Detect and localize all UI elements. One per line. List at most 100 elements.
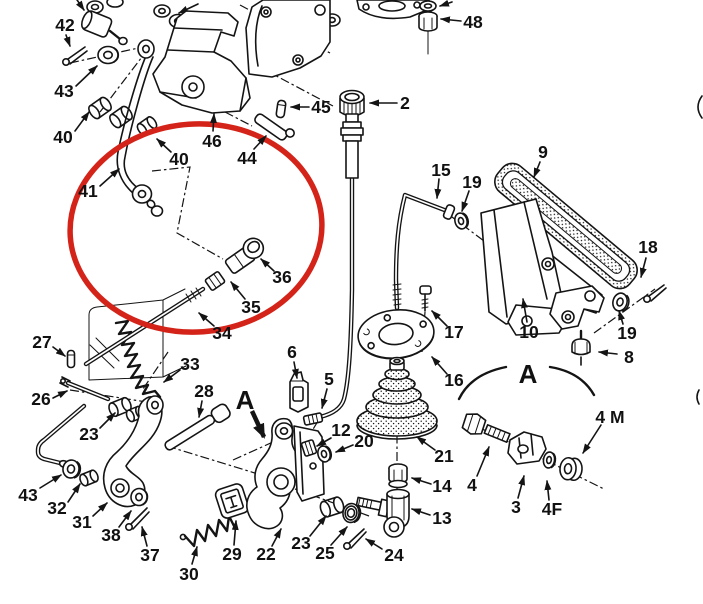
callout-arrow-46 xyxy=(209,113,217,132)
part-callout-13: 13 xyxy=(432,508,452,528)
part-6-grommet xyxy=(289,371,309,413)
callout-arrow-10 xyxy=(521,298,528,323)
callout-arrow-3 xyxy=(517,475,526,499)
part-21-bellows xyxy=(356,356,438,440)
callout-arrow-23a xyxy=(99,412,116,429)
part-9-pedal-pad xyxy=(494,162,638,290)
part-callout-6: 6 xyxy=(287,342,297,362)
part-42-cotter-pin xyxy=(61,46,88,66)
part-callout-14: 14 xyxy=(432,476,452,496)
callout-arrow-27 xyxy=(52,346,66,357)
console-box-phantom xyxy=(88,288,187,381)
callout-arrow-34 xyxy=(198,312,215,327)
callout-arrow-19a xyxy=(461,190,470,212)
callout-arrow-26 xyxy=(52,390,68,399)
part-27-pin xyxy=(66,349,76,369)
callout-arrow-4 xyxy=(476,446,490,477)
callout-arrow-8 xyxy=(598,349,618,357)
part-35-nut xyxy=(204,271,226,291)
part-callout-23b: 23 xyxy=(291,533,311,553)
part-29-clip xyxy=(214,483,250,519)
callout-arrow-4M xyxy=(582,424,602,454)
part-19-washer-right xyxy=(612,292,630,312)
red-circle-annotation xyxy=(67,121,325,335)
part-16-flange xyxy=(357,309,435,360)
part-callout-46: 46 xyxy=(202,131,222,151)
detail-letter-A-detail: A xyxy=(519,359,538,389)
callout-arrow-19b xyxy=(618,310,625,325)
callout-arrow-20 xyxy=(335,444,354,453)
part-37-cotter-pin xyxy=(125,507,150,531)
callout-arrow-42 xyxy=(63,34,71,47)
part-14-nut xyxy=(388,463,408,489)
callout-arrow-38 xyxy=(118,510,132,528)
part-callout-3: 3 xyxy=(511,497,521,517)
part-46-bracket xyxy=(152,0,331,114)
callout-arrow-4F xyxy=(544,480,552,501)
part-17-bolt xyxy=(419,285,432,312)
part-callout-4: 4 xyxy=(467,475,477,495)
part-callout-35: 35 xyxy=(241,297,261,317)
part-callout-41: 41 xyxy=(78,181,98,201)
part-20-washer xyxy=(317,445,332,463)
part-callout-32: 32 xyxy=(47,498,67,518)
part-33-spring xyxy=(114,319,162,399)
part-36-ball-joint xyxy=(224,237,265,274)
callout-arrow-23b xyxy=(309,515,327,537)
part-callout-40a: 40 xyxy=(53,127,73,147)
part-28-rod xyxy=(164,403,231,451)
part-44-pin xyxy=(254,113,295,141)
part-callout-48: 48 xyxy=(463,12,483,32)
part-callout-2: 2 xyxy=(400,93,410,113)
callout-arrow-35 xyxy=(230,281,246,300)
callout-arrow-15 xyxy=(434,178,442,199)
part-callout-43b: 43 xyxy=(18,485,38,505)
part-callout-40b: 40 xyxy=(169,149,189,169)
callout-arrow-18 xyxy=(639,257,647,278)
part-4m-nut xyxy=(559,456,583,482)
red-highlight-layer xyxy=(67,121,325,335)
part-callout-45: 45 xyxy=(311,97,331,117)
page-edge-marks xyxy=(696,95,703,405)
part-callout-43a: 43 xyxy=(54,81,74,101)
part-2-throttle-cable xyxy=(317,89,365,420)
part-callout-19a: 19 xyxy=(462,172,482,192)
callout-arrow-40a xyxy=(74,111,90,132)
callout-arrow-31 xyxy=(92,502,108,517)
part-23-bushing-right xyxy=(319,496,345,518)
part-callout-30: 30 xyxy=(179,564,199,584)
callout-arrow-37 xyxy=(140,526,148,547)
part-callout-44: 44 xyxy=(237,148,257,168)
part-12-nut xyxy=(300,439,318,457)
callout-arrow-28 xyxy=(197,400,205,418)
part-4f-washer xyxy=(542,451,557,469)
callout-arrow-43a xyxy=(75,65,98,87)
callout-arrow-6 xyxy=(291,361,299,379)
callout-arrow-21 xyxy=(416,436,436,451)
part-48-nut-washer-stack xyxy=(356,0,438,55)
part-callout-42: 42 xyxy=(55,15,75,35)
part-callout-33: 33 xyxy=(180,354,200,374)
part-callout-27: 27 xyxy=(32,332,51,352)
part-callout-36: 36 xyxy=(272,267,292,287)
part-callout-37: 37 xyxy=(140,545,159,565)
detail-a-arc xyxy=(457,365,596,401)
part-callout-4M: 4 M xyxy=(595,407,624,427)
detail-letter-arrow-A-arrow xyxy=(249,410,267,439)
part-callout-31: 31 xyxy=(72,512,92,532)
callout-arrow-33 xyxy=(163,369,181,383)
part-callout-16: 16 xyxy=(444,370,464,390)
part-4-bolt xyxy=(461,413,511,443)
part-callout-28: 28 xyxy=(194,381,214,401)
part-43-washer xyxy=(97,45,120,65)
callout-arrow-36 xyxy=(260,258,275,272)
callout-arrow-32 xyxy=(67,483,81,503)
part-13-elbow-fitting xyxy=(355,488,410,538)
part-18-cotter-pin xyxy=(642,284,667,303)
part-30-spring xyxy=(179,514,236,548)
part-callout-17: 17 xyxy=(444,322,463,342)
detail-letter-A-arrow: A xyxy=(236,385,255,415)
